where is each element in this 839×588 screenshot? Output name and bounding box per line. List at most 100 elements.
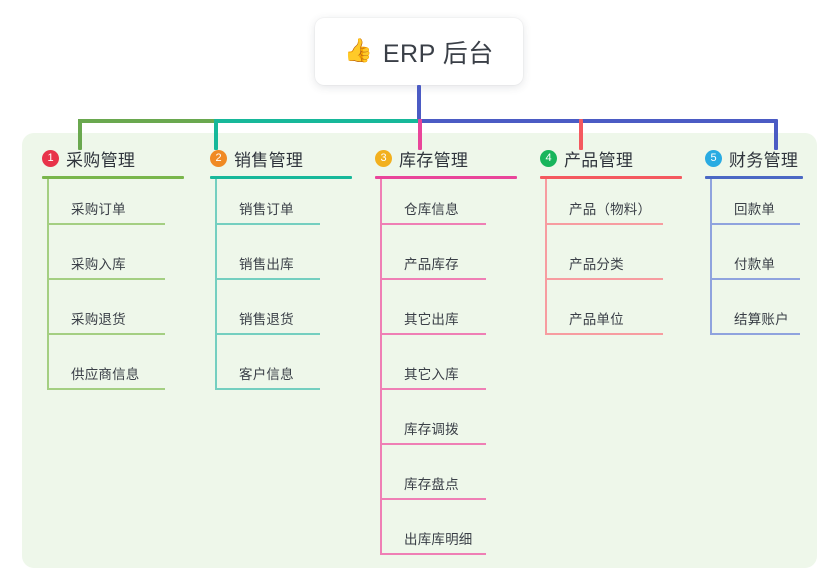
leaf-rule (380, 278, 486, 280)
root-stem-connector (417, 85, 421, 123)
leaf-rule (47, 388, 165, 390)
leaf-node[interactable]: 结算账户 (710, 289, 800, 335)
diagram-background-panel (22, 133, 817, 568)
branch-number-badge: 4 (540, 149, 557, 167)
leaf-label: 销售订单 (239, 202, 294, 217)
branch-number-badge: 3 (375, 149, 392, 167)
branch-header-rule (375, 176, 517, 179)
leaf-node[interactable]: 供应商信息 (47, 344, 165, 390)
leaf-node[interactable]: 付款单 (710, 234, 800, 280)
branch-number-badge: 5 (705, 149, 722, 167)
leaf-node[interactable]: 产品库存 (380, 234, 486, 280)
branch-header-rule (540, 176, 682, 179)
branch-header-rule (210, 176, 352, 179)
branch-column-财务管理: 5 财务管理回款单付款单结算账户 (691, 146, 817, 335)
leaf-node[interactable]: 其它出库 (380, 289, 486, 335)
branch-number-badge: 1 (42, 149, 59, 167)
leaf-node[interactable]: 其它入库 (380, 344, 486, 390)
leaf-rule (380, 388, 486, 390)
leaf-rule (47, 333, 165, 335)
leaf-node[interactable]: 库存调拨 (380, 399, 486, 445)
thumbs-up-icon: 👍 (344, 38, 373, 64)
bus-segment-3 (418, 119, 776, 123)
branch-header-产品管理[interactable]: 4 产品管理 (526, 146, 696, 170)
branch-header-采购管理[interactable]: 1 采购管理 (28, 146, 198, 170)
leaf-node[interactable]: 销售退货 (215, 289, 320, 335)
branch-header-rule (705, 176, 803, 179)
leaf-node[interactable]: 库存盘点 (380, 454, 486, 500)
drop-connector-2 (214, 119, 218, 150)
leaf-rule (47, 223, 165, 225)
leaf-label: 产品单位 (569, 312, 624, 327)
leaf-node[interactable]: 产品单位 (545, 289, 663, 335)
leaf-rule (380, 498, 486, 500)
leaf-label: 其它入库 (404, 367, 459, 382)
branch-column-产品管理: 4 产品管理产品（物料） 产品分类产品单位 (526, 146, 696, 335)
branch-spine (215, 179, 217, 390)
leaf-label: 付款单 (734, 257, 776, 272)
leaf-label: 销售退货 (239, 312, 294, 327)
drop-connector-4 (579, 119, 583, 150)
leaf-label: 供应商信息 (71, 367, 140, 382)
branch-label: 采购管理 (66, 150, 136, 170)
leaf-node[interactable]: 销售订单 (215, 179, 320, 225)
leaf-rule (710, 278, 800, 280)
leaf-label: 仓库信息 (404, 202, 459, 217)
branch-label: 产品管理 (564, 150, 634, 170)
leaf-label: 库存调拨 (404, 422, 459, 437)
leaf-label: 其它出库 (404, 312, 459, 327)
leaf-rule (380, 553, 486, 555)
leaf-node[interactable]: 销售出库 (215, 234, 320, 280)
leaf-label: 采购订单 (71, 202, 126, 217)
root-node-erp-backend[interactable]: 👍 ERP 后台 (315, 18, 523, 85)
leaf-node[interactable]: 采购退货 (47, 289, 165, 335)
leaf-node[interactable]: 客户信息 (215, 344, 320, 390)
drop-connector-1 (78, 119, 82, 150)
branch-label: 财务管理 (729, 150, 799, 170)
branch-spine (710, 179, 712, 335)
leaf-label: 库存盘点 (404, 477, 459, 492)
branch-column-库存管理: 3 库存管理仓库信息产品库存其它出库其它入库库存调拨库存盘点出库库明细 (361, 146, 531, 555)
drop-connector-5 (774, 119, 778, 150)
leaf-node[interactable]: 产品分类 (545, 234, 663, 280)
root-node-label: ERP 后台 (382, 39, 494, 68)
leaf-node[interactable]: 产品（物料） (545, 179, 663, 225)
branch-spine (380, 179, 382, 555)
leaf-label: 采购入库 (71, 257, 126, 272)
leaf-label: 产品（物料） (569, 202, 652, 217)
leaf-rule (215, 388, 320, 390)
leaf-node[interactable]: 仓库信息 (380, 179, 486, 225)
drop-connector-3 (418, 119, 422, 150)
branch-spine (47, 179, 49, 390)
leaf-label: 结算账户 (734, 312, 789, 327)
leaf-label: 销售出库 (239, 257, 294, 272)
leaf-rule (545, 223, 663, 225)
leaf-label: 产品库存 (404, 257, 459, 272)
leaf-rule (380, 333, 486, 335)
leaf-rule (380, 223, 486, 225)
leaf-rule (545, 278, 663, 280)
branch-header-rule (42, 176, 184, 179)
leaf-rule (710, 223, 800, 225)
bus-segment-1 (78, 119, 214, 123)
leaf-node[interactable]: 采购入库 (47, 234, 165, 280)
leaf-label: 采购退货 (71, 312, 126, 327)
leaf-node[interactable]: 采购订单 (47, 179, 165, 225)
branch-label: 库存管理 (399, 150, 469, 170)
branch-spine (545, 179, 547, 335)
branch-column-采购管理: 1 采购管理采购订单采购入库采购退货供应商信息 (28, 146, 198, 390)
leaf-rule (47, 278, 165, 280)
branch-label: 销售管理 (234, 150, 304, 170)
leaf-node[interactable]: 回款单 (710, 179, 800, 225)
leaf-rule (215, 278, 320, 280)
leaf-label: 客户信息 (239, 367, 294, 382)
leaf-label: 出库库明细 (404, 532, 473, 547)
leaf-rule (380, 443, 486, 445)
leaf-node[interactable]: 出库库明细 (380, 509, 486, 555)
branch-header-财务管理[interactable]: 5 财务管理 (691, 146, 817, 170)
branch-header-库存管理[interactable]: 3 库存管理 (361, 146, 531, 170)
leaf-label: 回款单 (734, 202, 776, 217)
